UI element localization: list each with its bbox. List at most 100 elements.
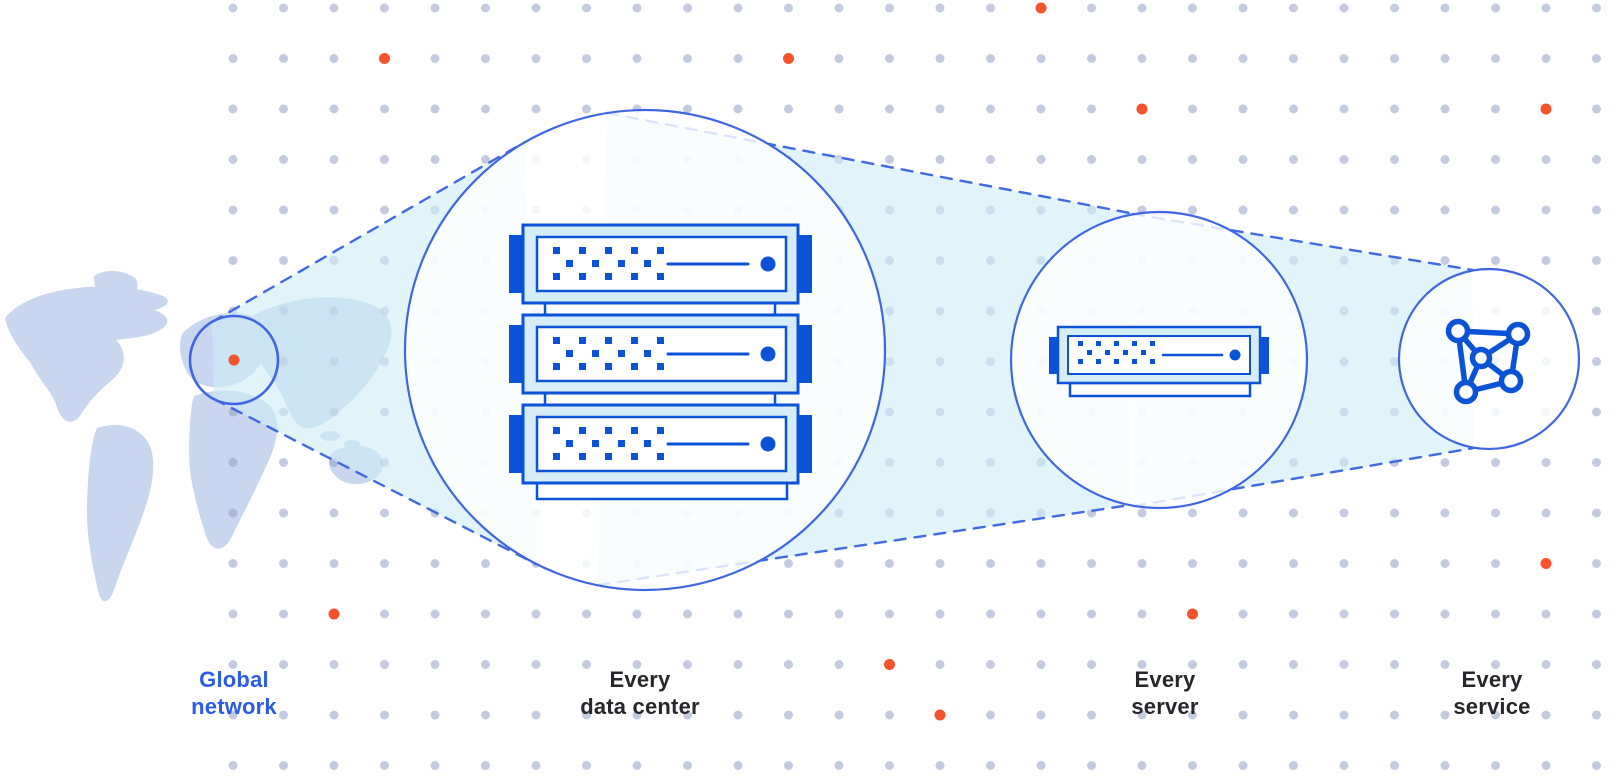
grid-dot [733, 660, 743, 669]
accent-dot [884, 659, 895, 670]
grid-dot [1390, 710, 1399, 720]
grid-dot [733, 54, 743, 63]
server-status-dot [760, 436, 776, 452]
grid-dot [885, 3, 894, 13]
led-square [592, 260, 599, 267]
grid-dot [582, 104, 591, 114]
grid-dot [1390, 205, 1399, 215]
grid-dot [834, 3, 844, 13]
grid-dot [380, 104, 389, 114]
grid-dot [1390, 3, 1399, 13]
grid-dot [632, 660, 642, 669]
grid-dot [1541, 660, 1551, 669]
accent-dot [1540, 558, 1552, 569]
grid-dot [1592, 54, 1601, 63]
led-square [553, 337, 560, 344]
led-square [605, 337, 612, 344]
grid-dot [1390, 559, 1399, 568]
grid-dot [1238, 508, 1248, 518]
grid-dot [1491, 458, 1500, 467]
led-square [657, 427, 664, 434]
grid-dot [885, 761, 894, 770]
grid-dot [481, 3, 490, 13]
grid-dot [481, 761, 490, 770]
led-square [631, 453, 638, 460]
grid-dot [1238, 155, 1248, 164]
grid-dot [1188, 3, 1197, 13]
grid-dot [1440, 256, 1450, 265]
led-square [566, 350, 573, 357]
grid-dot [784, 609, 793, 619]
network-mesh-icon [1445, 318, 1531, 405]
grid-dot [1390, 660, 1399, 669]
grid-dot [1491, 256, 1500, 265]
grid-dot [1289, 761, 1298, 770]
accent-dot [1136, 103, 1148, 115]
grid-dot [481, 710, 490, 720]
server-rack-icon [509, 223, 812, 501]
grid-dot [481, 609, 490, 619]
led-square [657, 273, 664, 280]
grid-dot [1036, 104, 1046, 114]
grid-dot [1339, 54, 1349, 63]
led-square [631, 427, 638, 434]
grid-dot [834, 761, 844, 770]
grid-dot [1289, 3, 1298, 13]
grid-dot [279, 660, 288, 669]
grid-dot [935, 3, 945, 13]
led-square [631, 337, 638, 344]
led-square [1141, 350, 1146, 355]
label-global-network: Global network [114, 666, 354, 720]
server-handle [1049, 337, 1059, 374]
grid-dot [1339, 155, 1349, 164]
grid-dot [1036, 155, 1046, 164]
grid-dot [986, 54, 995, 63]
grid-dot [380, 205, 389, 215]
grid-dot [733, 710, 743, 720]
grid-dot [582, 3, 591, 13]
grid-dot [380, 559, 389, 568]
grid-dot [329, 54, 339, 63]
grid-dot [1541, 256, 1551, 265]
led-square [1087, 350, 1092, 355]
led-square [618, 350, 625, 357]
led-square [1096, 359, 1101, 364]
grid-dot [279, 609, 288, 619]
grid-dot [380, 3, 389, 13]
grid-dot [481, 54, 490, 63]
grid-dot [430, 3, 440, 13]
grid-dot [1440, 458, 1450, 467]
mesh-node [1498, 368, 1524, 394]
grid-dot [1289, 660, 1298, 669]
grid-dot [430, 609, 440, 619]
grid-dot [1289, 609, 1298, 619]
continent-greenland [93, 270, 138, 303]
dashed-line [1131, 212, 1475, 272]
grid-dot [1137, 609, 1147, 619]
grid-dot [1087, 155, 1096, 164]
grid-dot [1036, 761, 1046, 770]
grid-dot [834, 104, 844, 114]
grid-dot [279, 559, 288, 568]
grid-dot [1440, 559, 1450, 568]
grid-dot [885, 609, 894, 619]
grid-dot [228, 660, 238, 669]
globe-highlight-circle [188, 314, 280, 406]
led-pattern [553, 337, 664, 370]
grid-dot [885, 710, 894, 720]
grid-dot [632, 761, 642, 770]
label-line: Every [1134, 667, 1196, 692]
grid-dot [632, 710, 642, 720]
grid-dot [1188, 104, 1197, 114]
grid-dot [1137, 559, 1147, 568]
led-square [1132, 359, 1137, 364]
led-square [605, 427, 612, 434]
led-square [631, 363, 638, 370]
grid-dot [481, 660, 490, 669]
grid-dot [329, 559, 339, 568]
grid-dot [1592, 205, 1601, 215]
label-line: service [1453, 694, 1531, 719]
grid-dot [1289, 559, 1298, 568]
grid-dot [1592, 155, 1601, 164]
